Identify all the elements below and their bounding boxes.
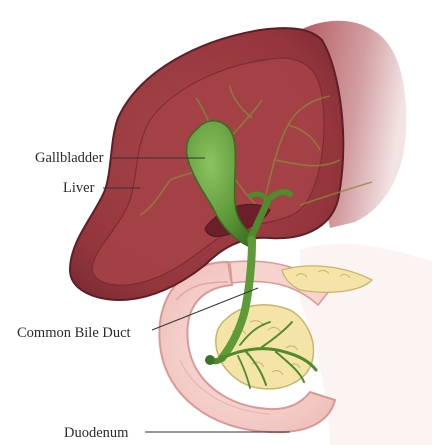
gallbladder-label: Gallbladder bbox=[35, 150, 104, 166]
duodenum-label: Duodenum bbox=[64, 425, 129, 441]
ampulla-of-vater bbox=[205, 355, 215, 365]
liver-label: Liver bbox=[63, 180, 95, 196]
common-bile-duct-label: Common Bile Duct bbox=[17, 325, 131, 341]
